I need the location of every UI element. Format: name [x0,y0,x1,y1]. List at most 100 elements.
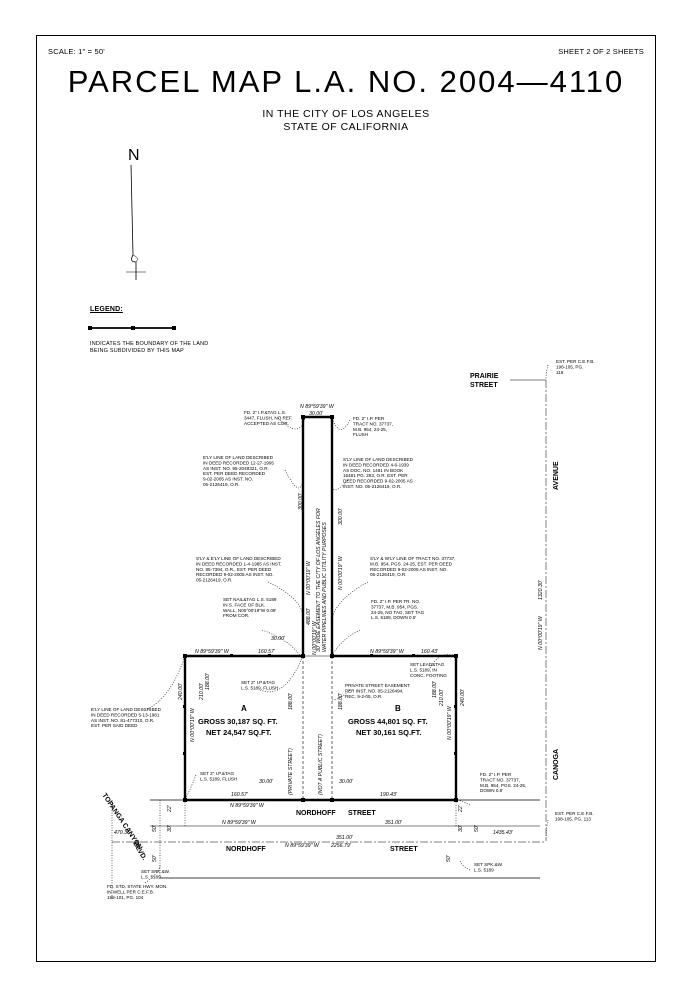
note-line: 16481 PG. 293, O.R. EST. PER [343,473,408,478]
legend-description: INDICATES THE BOUNDARY OF THE LAND BEING… [90,341,209,354]
dim-right-30: 30' [458,824,464,832]
easement-label-1: 30' WIDE EASEMENT TO THE CITY OF LOS ANG… [316,508,322,652]
dimension-labels: N 89°59'39" W 30.00' 300.00' 300.00' N 0… [114,404,544,862]
note-line: 198-105, PG. [556,364,583,369]
street-nordhoff-b: NORDHOFF [226,846,266,853]
dim-strip-width-top: 30.00' [271,636,286,642]
note-line: RECORDED 9-02-2005 AS INST. NO. [196,572,274,577]
parcel-a-gross: GROSS 30,187 SQ. FT. [198,717,278,726]
dim-south-bearing: N 89°59'39" W [230,803,265,809]
street-avenue: AVENUE [553,461,560,490]
dim-b-south-len: 190.43' [380,792,398,798]
note-line: WALL, N00°00'19"W 0.09' [223,608,276,613]
note-line: EST. PER SAID DEED [91,723,138,728]
street-prairie-street: STREET [470,382,498,389]
note-line: 05-2126419, O.R. [370,572,407,577]
subtitle-city: IN THE CITY OF LOS ANGELES [262,108,430,120]
note-line: SET LEAD&TAG [410,662,445,667]
dim-strip-bearing-left: N 00°00'19" W [306,560,312,595]
dim-center-bearing: N 89°59'39" W [285,843,320,849]
note-line: CONC. FOOTING [410,673,447,678]
note-line: ACCEPTED AS COR. [244,421,289,426]
dim-right-50a: 50' [474,824,480,832]
dim-strip-total: 488.00' [306,607,312,625]
dim-canoga-bearing: N 00°00'19" W [538,615,544,650]
note-line: S'LY & W'LY LINE OF TRACT NO. 37737, [370,556,456,561]
dim-a-left-bearing: N 00°00'19" W [190,707,196,742]
note-line: S'LY & E'LY LINE OF LAND DESCRIBED [196,556,281,561]
note-line: L.S. 5189 [474,867,494,872]
canoga-avenue-lines [455,379,547,842]
street-canoga: CANOGA [553,749,560,780]
note-set-spk-left: SET SPK.&W.L.S. 5189 [141,869,170,879]
note-line: DOWN 0.8' [480,788,503,793]
note-line: 05-2126419, O.R. [203,482,240,487]
note-sly-wly-tract: S'LY & W'LY LINE OF TRACT NO. 37737,M.B.… [370,556,456,577]
note-line: FLUSH [353,432,368,437]
street-prairie: PRAIRIE [470,373,499,380]
note-line: EST. PER C.E.F.B. [556,359,595,364]
survey-notes: FD. 2" I.P.&TAG L.S.3447, FLUSH, NO REF.… [91,359,595,900]
dim-south-351: 351.00' [385,820,403,826]
note-line: 198-105, PG. 113 [555,816,591,821]
note-line: 198-101, PG. 104 [107,895,144,900]
street-nordhoff-b-street: STREET [390,846,418,853]
note-line: SET SPK.&W. [141,869,170,874]
note-line: TRACT NO. 37737, [353,421,393,426]
dim-a-north-bearing: N 89°59'39" W [195,649,230,655]
dim-right-1435: 1435.43' [493,830,514,836]
dim-strip-bearing-2: N 00°00'19" W [312,620,318,655]
dim-a-south-len: 160.57' [231,792,249,798]
note-line: L.S. 5189, FLUSH [241,685,278,690]
note-line: RECORDED 9-02-2005 AS INST. NO. [370,567,448,572]
note-line: 9-02-2005 AS INST. NO. [203,477,253,482]
note-line: PER INST. NO. 05-2126494, [345,688,403,693]
note-line: 118 [556,370,564,375]
note-line: FD. STD. STATE HWY. MON. [107,884,167,889]
note-line: AS INST. NO. 81-477310, O.R. [91,718,154,723]
note-line: IN WELL PER C.E.F.B. [107,889,154,894]
dim-b-north-bearing: N 89°59'39" W [370,649,405,655]
note-line: SET SPK.&W. [474,862,503,867]
note-line: L.S. 5189 [141,874,161,879]
note-line: IN DEED RECORDED 1-4-1985 AS INST. [196,561,282,566]
north-arrow-icon [126,164,146,280]
note-fd-ip-tr-notag: FD. 2" I.P. PER TR. NO.37737, M.B. 954, … [371,599,425,620]
dim-b-north-len: 160.43' [421,649,439,655]
dim-strip-left-300: 300.00' [298,492,304,510]
note-line: 24-25, NO TAG, SET TAG [371,610,425,615]
dim-canoga-len: 1320.30' [538,579,544,600]
map-title: PARCEL MAP L.A. NO. 2004—4110 [67,64,625,99]
parcel-b-net: NET 30,161 SQ.FT. [356,728,421,737]
dim-strip-right-300: 300.00' [338,507,344,525]
scale-label: SCALE: 1" = 50' [48,47,105,56]
note-line: M.B. 954, PGS. 24-25, EST. PER DEED [370,561,453,566]
note-line: REC. 9-2-05, O.R. [345,694,383,699]
note-line: L.S. 5189, DOWN 0.5' [371,615,416,620]
note-line: IN S. FACE OF BLK. [223,602,265,607]
note-line: M.B. 954, PGS. 24-25, [480,783,526,788]
street-nordhoff-a: NORDHOFF [296,810,336,817]
dim-top-bearing: N 89°59'39" W [300,404,335,410]
dim-center-total: 2256.79' [330,843,352,849]
not-public-label: (NOT A PUBLIC STREET) [318,734,324,795]
note-line: 05-2126419, O.R. [196,578,233,583]
parcel-a-label: A [241,704,247,713]
note-line: IN DEED RECORDED 4-6-1939 [343,462,409,467]
note-line: 3447, FLUSH, NO REF. [244,415,293,420]
nordhoff-street-lines [112,799,545,879]
note-line: AS DOC. NO. 1481 IN BOOK [343,468,404,473]
dim-a-left-188: 188.00' [205,672,211,690]
note-line: L.S. 5189, IN [410,667,437,672]
dim-top-width: 30.00' [309,411,324,417]
